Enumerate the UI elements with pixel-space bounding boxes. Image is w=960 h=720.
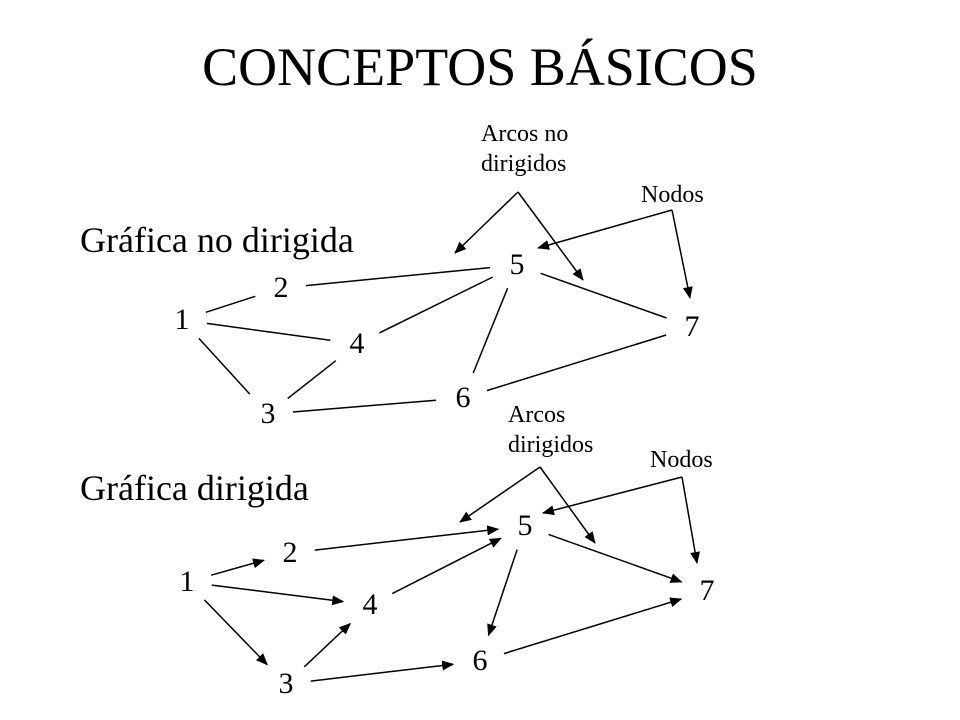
- ann-d-nodes-left-arrow: [542, 476, 683, 516]
- undirected-node-3: 3: [260, 397, 276, 430]
- directed-edges: [203, 525, 683, 682]
- ann-d-edges-right-arrow: [539, 466, 596, 544]
- undirected-edge-1-2: [205, 295, 256, 314]
- undirected-edges-annotation: Arcos no dirigidos: [481, 119, 568, 179]
- directed-edges-annotation: Arcos dirigidos: [508, 400, 593, 460]
- directed-edge-1-3: [203, 599, 268, 666]
- undirected-graph-heading: Gráfica no dirigida: [80, 220, 354, 260]
- undirected-node-4: 4: [349, 327, 365, 360]
- directed-graph-heading: Gráfica dirigida: [80, 468, 309, 508]
- undirected-edge-2-5: [305, 266, 491, 287]
- undirected-node-6: 6: [455, 381, 471, 414]
- undirected-edges: [198, 266, 667, 413]
- directed-node-4: 4: [362, 588, 378, 621]
- directed-edge-1-2: [210, 558, 265, 576]
- undirected-edge-5-6: [472, 287, 509, 374]
- undirected-edges-annotation-line-2: dirigidos: [481, 151, 567, 177]
- directed-edge-3-6: [310, 660, 455, 682]
- ann-d-nodes-right-arrow: [681, 476, 701, 564]
- undirected-edge-3-4: [287, 360, 337, 400]
- directed-node-7: 7: [699, 574, 715, 607]
- directed-edges-annotation-line-1: Arcos: [508, 402, 566, 428]
- directed-node-2: 2: [282, 536, 298, 569]
- ann-u-edges-left-arrow: [454, 191, 519, 254]
- directed-edge-5-6: [487, 549, 518, 637]
- annotation-arrows: [454, 191, 701, 564]
- undirected-edge-4-5: [379, 276, 494, 334]
- undirected-node-1: 1: [174, 303, 190, 336]
- undirected-node-7: 7: [684, 310, 700, 343]
- directed-edge-1-4: [211, 584, 345, 606]
- undirected-node-2: 2: [273, 271, 289, 304]
- directed-edge-2-5: [314, 525, 500, 551]
- slide-title: CONCEPTOS BÁSICOS: [202, 37, 758, 97]
- directed-node-1: 1: [179, 565, 195, 598]
- directed-node-5: 5: [517, 509, 533, 542]
- undirected-edges-annotation-line-1: Arcos no: [481, 121, 569, 147]
- undirected-edge-1-4: [206, 322, 331, 342]
- undirected-edge-1-3: [198, 337, 251, 395]
- ann-d-edges-left-arrow: [459, 466, 541, 523]
- ann-u-edges-right-arrow: [517, 191, 584, 281]
- directed-edge-5-7: [548, 533, 683, 583]
- ann-u-nodes-left-arrow: [537, 209, 673, 250]
- directed-edge-4-5: [391, 537, 502, 595]
- undirected-edge-6-7: [486, 334, 667, 392]
- directed-edge-6-7: [503, 597, 683, 655]
- directed-node-6: 6: [472, 644, 488, 677]
- directed-nodes-annotation: Nodos: [650, 447, 713, 473]
- undirected-edge-3-6: [292, 399, 437, 413]
- undirected-edge-5-7: [540, 272, 667, 319]
- ann-u-nodes-right-arrow: [671, 209, 693, 299]
- directed-node-3: 3: [278, 667, 294, 700]
- undirected-node-5: 5: [509, 248, 525, 281]
- directed-edge-3-4: [303, 622, 352, 668]
- undirected-nodes-annotation: Nodos: [641, 182, 704, 208]
- directed-edges-annotation-line-2: dirigidos: [508, 432, 594, 458]
